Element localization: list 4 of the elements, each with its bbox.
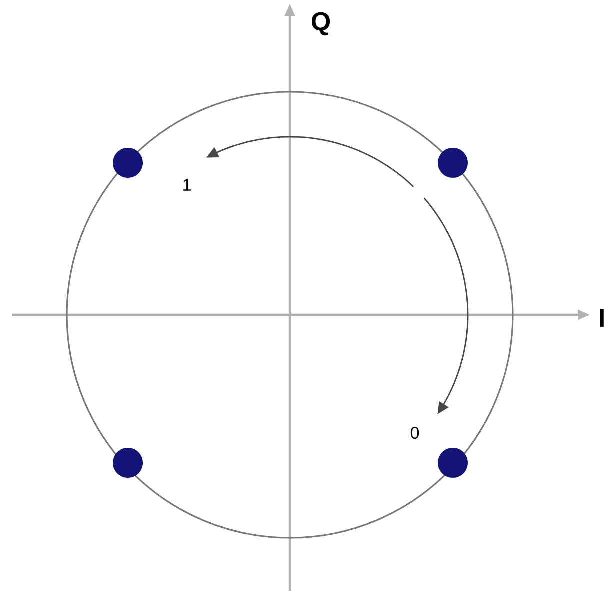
bit-label: 1 — [184, 179, 191, 191]
axis-label: Q — [312, 12, 330, 36]
axis-label: I — [600, 309, 604, 327]
bit-label: 0 — [410, 426, 420, 439]
